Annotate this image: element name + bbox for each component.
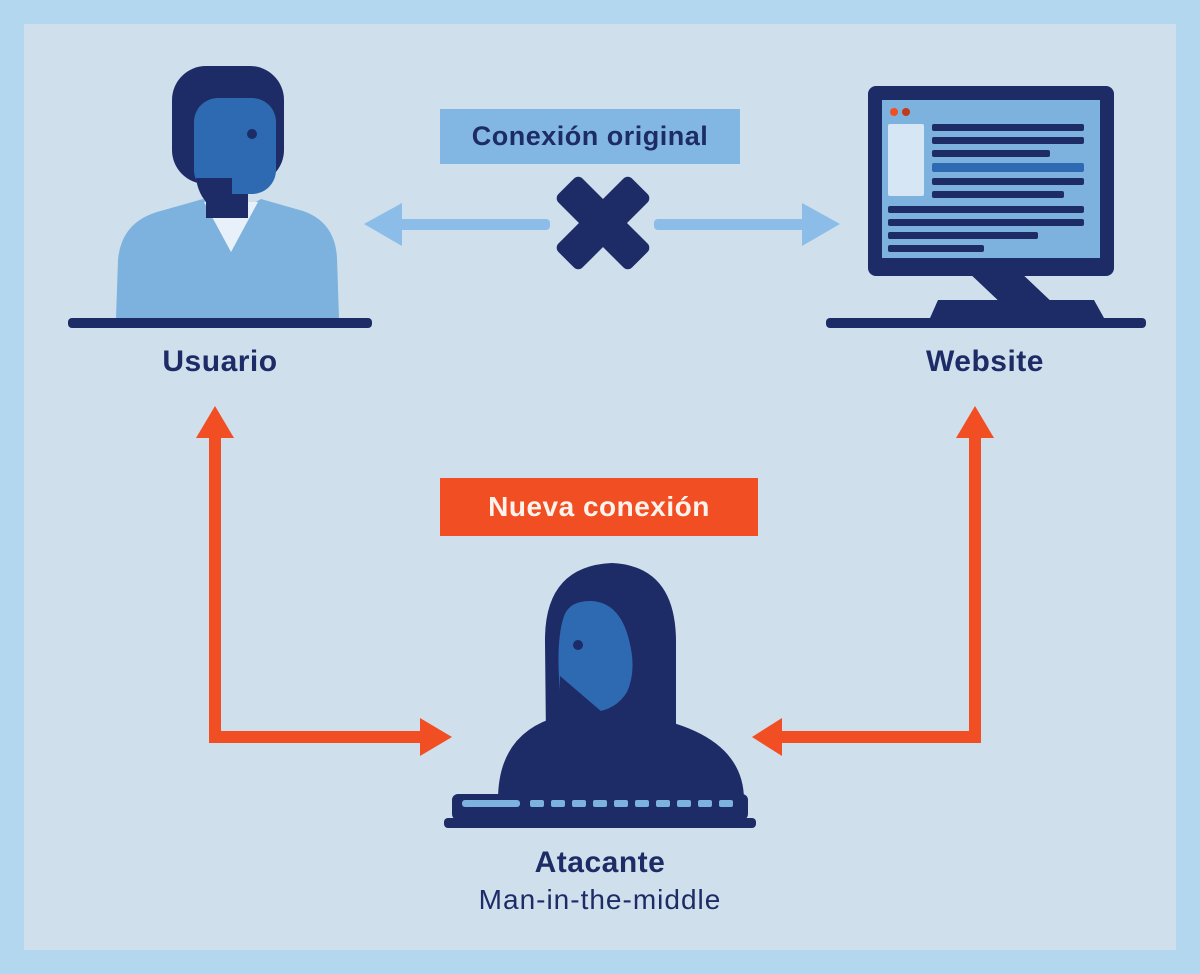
arrow-left-head-icon [752,718,782,756]
attacker-eye [573,640,583,650]
user-figure [68,66,372,328]
screen-sidebar-panel [888,124,924,196]
original-connection-arrow-right [654,203,840,246]
new-connection-label: Nueva conexión [440,478,758,536]
x-mark-icon [556,176,650,270]
attacker-ground-line [444,818,756,828]
user-ground-line [68,318,372,328]
monitor-stand [966,270,1056,306]
user-label: Usuario [162,345,278,378]
arrow-up-head-icon [196,406,234,438]
user-shirt [116,199,339,318]
user-eye [247,129,257,139]
attacker-face [558,600,633,712]
user-face [194,98,276,194]
attacker-figure [444,563,756,828]
keyboard-icon [452,794,748,820]
attacker-chin-shadow [560,676,602,712]
monitor-base [930,300,1104,318]
attacker-sublabel: Man-in-the-middle [478,884,722,915]
arrow-up-head-icon [956,406,994,438]
browser-dot-icon [902,108,910,116]
arrow-right-head-icon [420,718,452,756]
original-connection-arrow-left [364,203,550,246]
user-jaw-shadow [196,178,232,204]
arrow-left-head-icon [364,203,402,246]
new-connection-arrow-website [752,406,994,756]
screen-content [888,124,1084,252]
website-label: Website [926,345,1044,378]
attacker-label: Atacante [534,846,666,879]
new-connection-arrow-user [196,406,452,756]
website-monitor [826,86,1146,328]
original-connection-label: Conexión original [440,109,740,164]
website-ground-line [826,318,1146,328]
arrow-right-head-icon [802,203,840,246]
browser-dot-icon [890,108,898,116]
